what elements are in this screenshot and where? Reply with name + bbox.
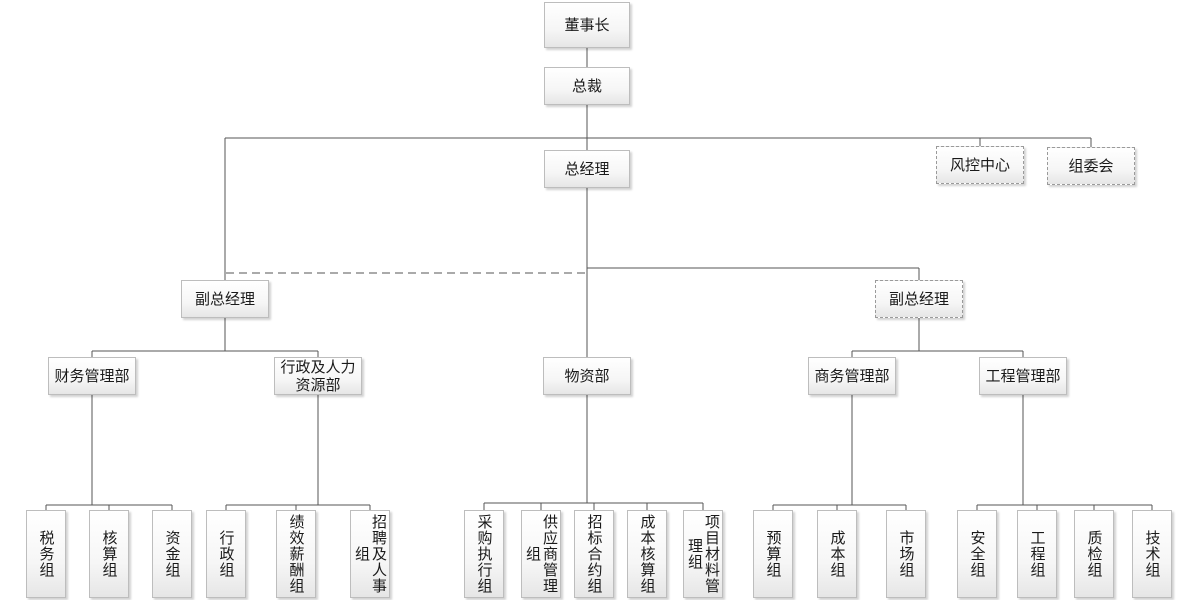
group-market-box: 市场组 — [886, 510, 926, 598]
group-safety-label: 安全组 — [968, 530, 987, 578]
president-box: 总裁 — [544, 67, 630, 105]
dept-finance-label: 财务管理部 — [54, 367, 130, 385]
dept-materials-label: 物资部 — [564, 367, 610, 385]
group-funds-label: 资金组 — [163, 530, 182, 578]
group-tax-label: 税务组 — [37, 530, 56, 578]
group-market-label: 市场组 — [897, 530, 916, 578]
risk-center-label: 风控中心 — [949, 156, 1010, 174]
group-budget-label: 预算组 — [764, 530, 783, 578]
group-procurement-box: 采购执行组 — [464, 510, 504, 598]
dept-finance-box: 财务管理部 — [48, 357, 136, 395]
vp-left-label: 副总经理 — [194, 290, 255, 308]
dept-materials-box: 物资部 — [543, 357, 631, 395]
risk-center-box: 风控中心 — [936, 146, 1024, 184]
vp-right-box: 副总经理 — [875, 280, 963, 318]
group-admin-label: 行政组 — [217, 530, 236, 578]
group-project-materials-box: 项目材料管理组 — [683, 510, 723, 598]
vp-right-label: 副总经理 — [888, 290, 949, 308]
group-accounting-label: 核算组 — [100, 530, 119, 578]
dept-engineering-label: 工程管理部 — [985, 367, 1061, 385]
group-technical-label: 技术组 — [1143, 530, 1162, 578]
group-technical-box: 技术组 — [1132, 510, 1172, 598]
group-accounting-box: 核算组 — [89, 510, 129, 598]
group-cost-box: 成本组 — [817, 510, 857, 598]
dept-hr-label: 行政及人力资源部 — [280, 358, 356, 394]
dept-engineering-box: 工程管理部 — [979, 357, 1067, 395]
group-supplier-box: 供应商管理组 — [521, 510, 561, 598]
group-project-materials-label: 项目材料管理组 — [686, 514, 721, 594]
group-cost-accounting-label: 成本核算组 — [638, 514, 657, 594]
dept-hr-box: 行政及人力资源部 — [274, 357, 362, 395]
committee-box: 组委会 — [1047, 147, 1135, 185]
group-admin-box: 行政组 — [206, 510, 246, 598]
group-quality-label: 质检组 — [1085, 530, 1104, 578]
group-recruiting-box: 招聘及人事组 — [350, 510, 390, 598]
vp-left-box: 副总经理 — [181, 280, 269, 318]
group-bidding-label: 招标合约组 — [585, 514, 604, 594]
group-safety-box: 安全组 — [957, 510, 997, 598]
group-compensation-box: 绩效薪酬组 — [276, 510, 316, 598]
group-bidding-box: 招标合约组 — [574, 510, 614, 598]
chairman-box: 董事长 — [544, 2, 630, 48]
group-quality-box: 质检组 — [1074, 510, 1114, 598]
group-budget-box: 预算组 — [753, 510, 793, 598]
group-engineering-box: 工程组 — [1017, 510, 1057, 598]
group-cost-label: 成本组 — [828, 530, 847, 578]
general-manager-label: 总经理 — [564, 160, 610, 178]
group-tax-box: 税务组 — [26, 510, 66, 598]
group-recruiting-label: 招聘及人事组 — [353, 514, 388, 594]
president-label: 总裁 — [571, 77, 602, 95]
group-supplier-label: 供应商管理组 — [524, 514, 559, 594]
group-funds-box: 资金组 — [152, 510, 192, 598]
dept-commerce-box: 商务管理部 — [808, 357, 896, 395]
chairman-label: 董事长 — [564, 16, 610, 34]
group-compensation-label: 绩效薪酬组 — [287, 514, 306, 594]
group-procurement-label: 采购执行组 — [475, 514, 494, 594]
group-cost-accounting-box: 成本核算组 — [627, 510, 667, 598]
group-engineering-label: 工程组 — [1028, 530, 1047, 578]
dept-commerce-label: 商务管理部 — [814, 367, 890, 385]
committee-label: 组委会 — [1068, 157, 1114, 175]
general-manager-box: 总经理 — [544, 150, 630, 188]
